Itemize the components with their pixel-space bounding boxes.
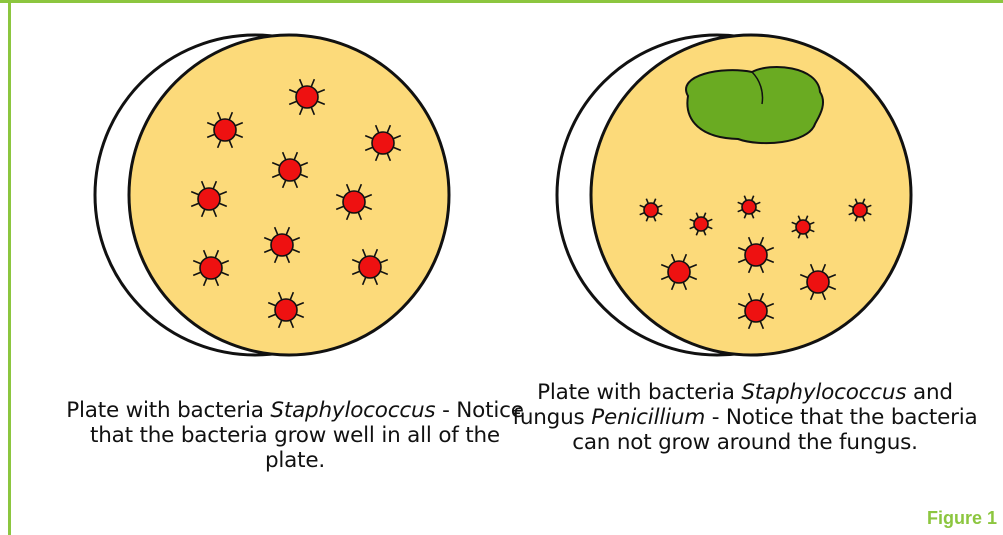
penicillium-fungus-colony [686,67,823,143]
plate-2-caption-species: Staphylococcus [741,380,906,405]
petri-dish-plate-2 [557,35,911,355]
plate-2-caption-prefix: Plate with bacteria [537,380,741,405]
petri-dish-plate-1 [95,35,449,355]
plate-1-caption-species: Staphylococcus [270,398,435,423]
figure-label: Figure 1 [927,508,997,529]
plate-2-caption-fungus: Penicillium [591,405,705,430]
plate-1-caption-prefix: Plate with bacteria [66,398,270,423]
plate-2-caption: Plate with bacteria Staphylococcus and f… [505,380,985,455]
plate-1-caption: Plate with bacteria Staphylococcus - Not… [60,398,530,473]
